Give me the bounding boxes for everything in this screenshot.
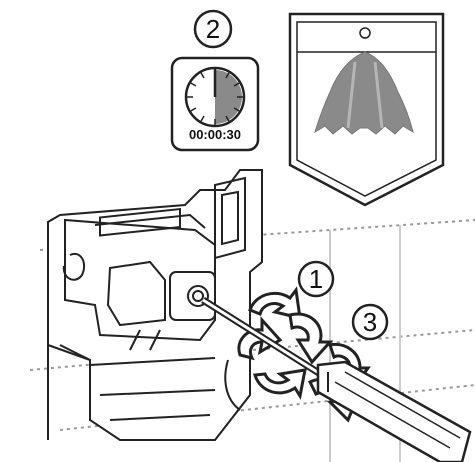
step-2-number: 2 [206, 14, 220, 44]
timer-tick [233, 107, 240, 112]
timer-tick [225, 115, 230, 122]
device-housing [47, 169, 263, 441]
step-2-badge: 2 [193, 9, 233, 49]
step-3-number: 3 [363, 307, 377, 337]
timer-tick [200, 72, 205, 79]
step-1-badge: 1 [297, 260, 335, 298]
timer-icon: 00:00:30 [170, 56, 260, 152]
spray-cone-icon [314, 51, 414, 135]
panel-indicator-icon [359, 27, 371, 39]
timer-elapsed-fill [215, 70, 242, 124]
status-panel [288, 12, 445, 207]
timer-tick [190, 107, 197, 112]
step-1-number: 1 [309, 264, 323, 294]
timer-readout: 00:00:30 [189, 127, 241, 142]
timer-tick [233, 82, 240, 87]
step-3-badge: 3 [351, 303, 389, 341]
timer-tick [190, 82, 197, 87]
timer-tick [200, 115, 205, 122]
timer-tick [225, 72, 230, 79]
screwdriver-icon [201, 297, 472, 462]
